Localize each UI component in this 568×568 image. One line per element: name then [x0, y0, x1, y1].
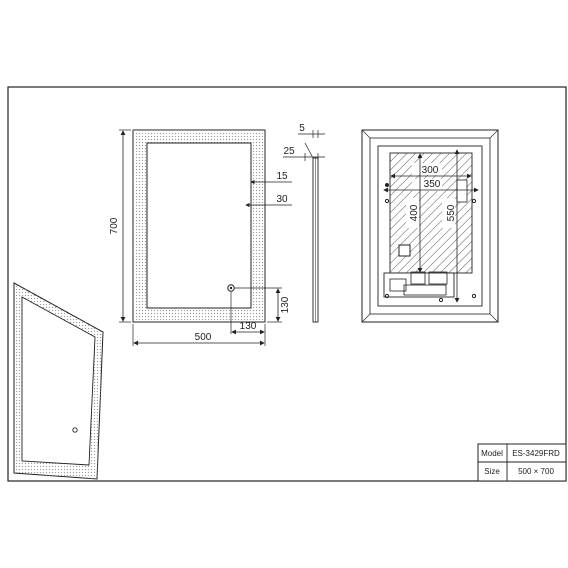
- dim-300-label: 300: [422, 165, 439, 176]
- dim-350-label: 350: [424, 179, 441, 190]
- perspective-inner: [21, 296, 96, 466]
- side-profile: [304, 142, 319, 323]
- dim-550-label: 550: [446, 204, 457, 221]
- size-label: Size: [484, 467, 500, 476]
- back-panel: [377, 145, 483, 307]
- back-bevel-frame: [369, 137, 491, 315]
- sheet-border: [7, 86, 567, 482]
- connector-icon: [398, 244, 411, 257]
- dim-button-x: 130: [230, 292, 265, 335]
- dim-500-label: 500: [195, 332, 212, 343]
- perspective-view: [13, 282, 104, 480]
- dim-total-height: 700: [109, 129, 131, 323]
- dim-700-label: 700: [109, 217, 120, 234]
- back-outer-frame: [361, 129, 499, 323]
- dim-back-400: 400: [406, 153, 423, 273]
- label-sticker: [456, 179, 468, 203]
- screw-bottom-left: [384, 293, 390, 299]
- dim-130-y-label: 130: [280, 296, 291, 313]
- front-view: [132, 129, 266, 323]
- dim-130-x-label: 130: [240, 321, 257, 332]
- perspective-led-band: [14, 283, 103, 479]
- front-mirror-outline: [132, 129, 266, 323]
- dim-15-label: 15: [276, 171, 288, 182]
- model-label: Model: [481, 449, 503, 458]
- front-inner-glass: [146, 142, 252, 309]
- dim-band-30: 30: [245, 194, 292, 211]
- driver-module-3: [428, 271, 448, 285]
- touch-button-dot: [229, 286, 233, 290]
- hanger-hole-left: [384, 198, 390, 204]
- driver-module-4: [403, 284, 447, 296]
- title-block: Model ES-3429FRD Size 500 × 700: [477, 443, 567, 482]
- perspective-touch-button-icon: [72, 427, 78, 433]
- front-led-band: [133, 130, 265, 322]
- screw-bottom-mid: [438, 297, 444, 303]
- back-view: [361, 129, 499, 323]
- dim-profile-25: 25: [283, 146, 325, 161]
- dim-5-label: 5: [299, 123, 305, 134]
- dim-400-label: 400: [409, 204, 420, 221]
- screw-bottom-right: [471, 293, 477, 299]
- dim-profile-5: 5: [298, 123, 325, 138]
- dim-band-15: 15: [250, 171, 292, 188]
- dim-25-label: 25: [283, 146, 295, 157]
- hanger-hole-right: [471, 198, 477, 204]
- dim-back-550: 550: [442, 149, 460, 303]
- size-value: 500 × 700: [518, 467, 554, 476]
- hanger-hole-left-top: [385, 183, 389, 187]
- dim-30-label: 30: [276, 194, 288, 205]
- dim-button-y: 130: [234, 287, 291, 323]
- dim-total-width: 500: [132, 324, 266, 346]
- model-value: ES-3429FRD: [512, 449, 560, 458]
